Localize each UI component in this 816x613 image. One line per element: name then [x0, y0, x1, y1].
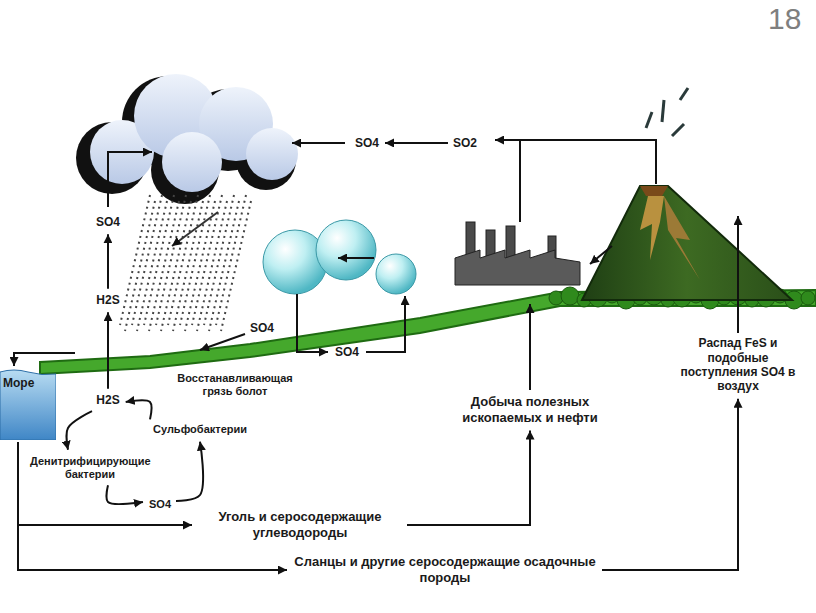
- node-text: Уголь и серосодержащие углеводороды: [198, 509, 402, 540]
- flow-arrow: [176, 442, 203, 501]
- bacteria-label: Сульфобактерии: [150, 421, 250, 438]
- node-text: Сульфобактерии: [153, 423, 247, 436]
- coal-label: Уголь и серосодержащие углеводороды: [195, 507, 405, 542]
- cloud: [76, 74, 298, 204]
- flow-arrow: [18, 442, 287, 570]
- node-text: SO4: [335, 345, 359, 359]
- node-text: SO4: [355, 136, 379, 150]
- flow-arrow: [67, 411, 92, 450]
- flow-arrow: [385, 142, 448, 144]
- node-text: Море: [3, 376, 53, 390]
- node-text: SO4: [250, 321, 274, 335]
- node-text: SO2: [453, 136, 477, 150]
- node-text: Восстанавливающая грязь болот: [171, 372, 300, 398]
- flow-arrow: [107, 485, 143, 504]
- hydrogen-sulfide-label: H2S: [93, 391, 122, 409]
- water-bubbles: [263, 220, 416, 294]
- flow-arrow: [407, 431, 530, 525]
- node-text: SO4: [96, 215, 120, 229]
- bacteria-label: Денитрифицирующие бактерии: [27, 453, 153, 483]
- sulfate-label: SO4: [146, 496, 174, 513]
- decay-label: Распад FeS и подобные поступления SO4 в …: [670, 334, 806, 396]
- rain-arrow: [172, 212, 218, 246]
- hydrogen-sulfide-label: H2S: [93, 291, 122, 309]
- volcano: [582, 88, 792, 300]
- sulfate-label: SO4: [247, 319, 277, 337]
- flow-arrow: [107, 234, 109, 289]
- node-text: Добыча полезных ископаемых и нефти: [453, 394, 607, 425]
- flow-arrows: [14, 140, 738, 390]
- bubble-arrow: [338, 257, 374, 259]
- sulfate-label: SO4: [332, 343, 362, 361]
- flow-arrow: [602, 399, 738, 570]
- node-text: Денитрифицирующие бактерии: [30, 455, 150, 481]
- node-text: Сланцы и другие серосодержащие осадочные…: [293, 554, 597, 585]
- factory: [455, 222, 580, 285]
- flow-arrow: [18, 442, 192, 525]
- node-text: H2S: [96, 393, 119, 407]
- node-text: SO4: [149, 498, 171, 511]
- node-text: Распад FeS и подобные поступления SO4 в …: [673, 336, 803, 394]
- rain: [120, 195, 251, 331]
- mining-label: Добыча полезных ископаемых и нефти: [450, 392, 610, 427]
- ground-strip: [40, 290, 816, 374]
- sulfate-label: SO4: [352, 134, 382, 152]
- sulfate-label: SO4: [93, 213, 123, 231]
- shale-label: Сланцы и другие серосодержащие осадочные…: [290, 552, 600, 587]
- swamp-mud-label: Восстанавливающая грязь болот: [168, 370, 303, 400]
- sulfur-dioxide-label: SO2: [450, 134, 480, 152]
- flow-arrow: [107, 312, 109, 389]
- node-text: H2S: [96, 293, 119, 307]
- sea-area: Море: [0, 368, 56, 440]
- flow-arrow: [126, 400, 152, 419]
- page-number: 18: [768, 2, 801, 36]
